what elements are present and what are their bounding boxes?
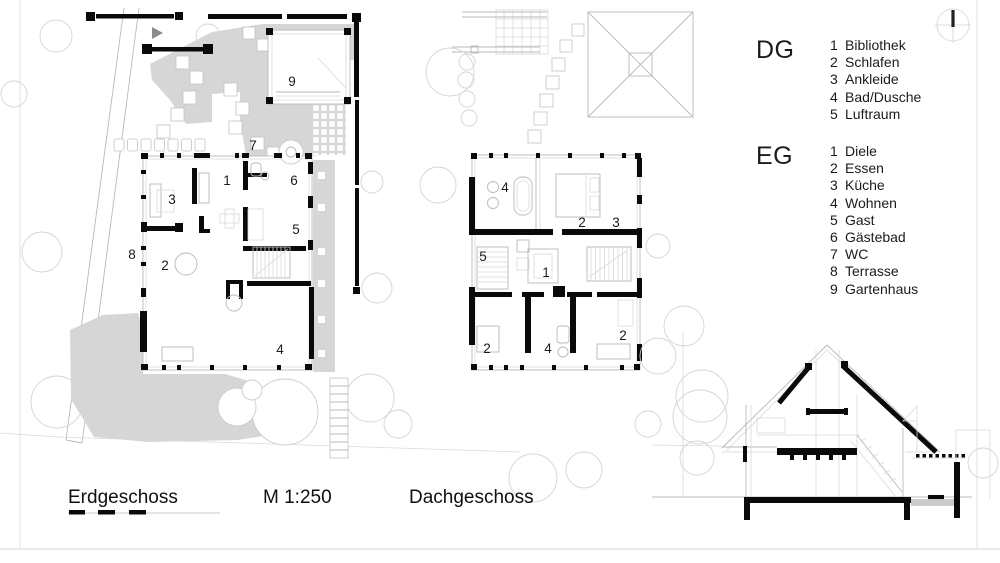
scale-bar [68, 510, 220, 515]
legend-item-num: 5 [830, 211, 838, 228]
room-marker: 1 [542, 265, 550, 280]
legend-item: 1 Bibliothek [830, 37, 921, 54]
room-marker: 3 [612, 215, 620, 230]
dachgeschoss-label: Dachgeschoss [409, 487, 534, 508]
legend-item: 4 Wohnen [830, 195, 918, 212]
legend-item-num: 2 [830, 54, 838, 71]
legend-item-name: Bad/Dusche [845, 88, 922, 105]
legend-item: 5 Luftraum [830, 106, 921, 123]
north-arrow-icon [935, 8, 971, 43]
room-marker: 5 [292, 222, 300, 237]
legend-item-num: 4 [830, 194, 838, 211]
legend-item-name: Essen [845, 160, 884, 177]
legend-item: 8 Terrasse [830, 263, 918, 280]
legend-item-name: Gartenhaus [845, 280, 919, 297]
triangle-marker-icon [152, 27, 163, 39]
legend-item: 5 Gast [830, 212, 918, 229]
legend-dg-title: DG [756, 36, 795, 64]
room-markers-dachgeschoss: 4 2 3 5 1 2 4 2 [479, 180, 627, 356]
legend-item: 7 WC [830, 246, 918, 263]
floorplan-dachgeschoss [469, 153, 642, 371]
room-markers-erdgeschoss: 7 1 6 3 5 8 2 4 9 [128, 74, 300, 357]
room-marker: 2 [578, 215, 586, 230]
legend-item-num: 6 [830, 229, 838, 246]
legend-item-name: Luftraum [845, 105, 901, 122]
room-marker: 2 [619, 328, 627, 343]
room-marker: 4 [501, 180, 509, 195]
legend-item-num: 3 [830, 177, 838, 194]
legend-item-num: 2 [830, 160, 838, 177]
room-marker: 9 [288, 74, 296, 89]
legend-item: 3 Ankleide [830, 71, 921, 88]
room-marker: 2 [483, 341, 491, 356]
legend-item-name: Gast [845, 211, 875, 228]
section-drawing [639, 332, 999, 520]
site-plan-middle [419, 9, 729, 503]
legend-item: 2 Essen [830, 160, 918, 177]
legend-eg-title: EG [756, 142, 794, 170]
floorplan-erdgeschoss [140, 139, 314, 371]
legend-item-name: Schlafen [845, 54, 900, 71]
legend-item-name: Terrasse [845, 263, 899, 280]
room-marker: 4 [544, 341, 552, 356]
legend-item-num: 7 [830, 246, 838, 263]
legend-eg-items: 1 Diele 2 Essen 3 Küche 4 Wohnen 5 Gast 6 Gäst… [830, 143, 918, 298]
gartenhaus-plan [266, 28, 351, 105]
legend-item-num: 4 [830, 88, 838, 105]
legend-item: 3 Küche [830, 177, 918, 194]
scale-label: M 1:250 [263, 487, 332, 508]
room-marker: 8 [128, 247, 136, 262]
room-marker: 6 [290, 173, 298, 188]
legend-item-name: Wohnen [845, 194, 897, 211]
legend-item-name: Ankleide [845, 71, 899, 88]
erdgeschoss-label: Erdgeschoss [68, 487, 178, 508]
legend-item-name: Diele [845, 143, 877, 159]
legend-item: 9 Gartenhaus [830, 281, 918, 298]
legend-item-num: 9 [830, 280, 838, 297]
sheet-border [0, 0, 1000, 550]
room-marker: 4 [276, 342, 284, 357]
legend-item: 1 Diele [830, 143, 918, 160]
legend-item: 6 Gästebad [830, 229, 918, 246]
legend-item-num: 1 [830, 37, 838, 53]
legend-item-name: Gästebad [845, 229, 906, 246]
legend-item-name: Bibliothek [845, 37, 906, 53]
legend-item-name: Küche [845, 177, 885, 194]
legend-dg-items: 1 Bibliothek 2 Schlafen 3 Ankleide 4 Bad/Dus… [830, 37, 921, 123]
room-marker: 5 [479, 249, 487, 264]
legend-item-num: 8 [830, 263, 838, 280]
room-marker: 2 [161, 258, 169, 273]
legend-item-num: 5 [830, 105, 838, 122]
legend-item-name: WC [845, 246, 869, 263]
legend-item-num: 3 [830, 71, 838, 88]
roof-plan [587, 11, 694, 118]
room-marker: 3 [168, 192, 176, 207]
legend-item: 2 Schlafen [830, 54, 921, 71]
room-marker: 7 [249, 138, 257, 153]
room-marker: 1 [223, 173, 231, 188]
legend-item-num: 1 [830, 143, 838, 159]
legend-item: 4 Bad/Dusche [830, 89, 921, 106]
